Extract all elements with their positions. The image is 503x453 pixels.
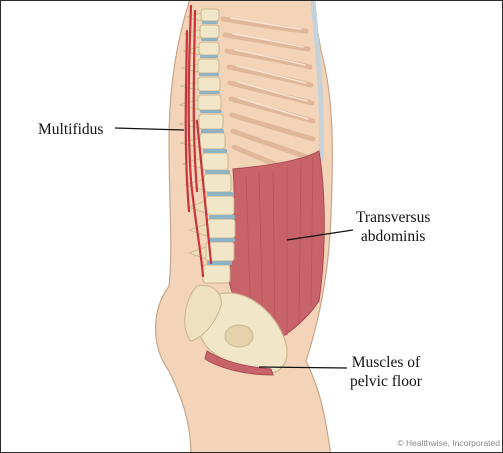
pelvic-label-line2: pelvic floor: [350, 372, 422, 391]
multifidus-label-text: Multifidus: [38, 121, 103, 138]
pelvis-socket: [225, 325, 253, 347]
transversus-abdominis-label: Transversus abdominis: [356, 208, 430, 246]
transversus-label-line1: Transversus: [356, 208, 430, 227]
pelvic-label-line1: Muscles of: [350, 353, 422, 372]
pelvic-floor-label: Muscles of pelvic floor: [350, 353, 422, 391]
transversus-label-line2: abdominis: [356, 227, 430, 246]
copyright-credit: © Healthwise, Incorporated: [397, 438, 500, 448]
multifidus-label: Multifidus: [38, 120, 103, 139]
